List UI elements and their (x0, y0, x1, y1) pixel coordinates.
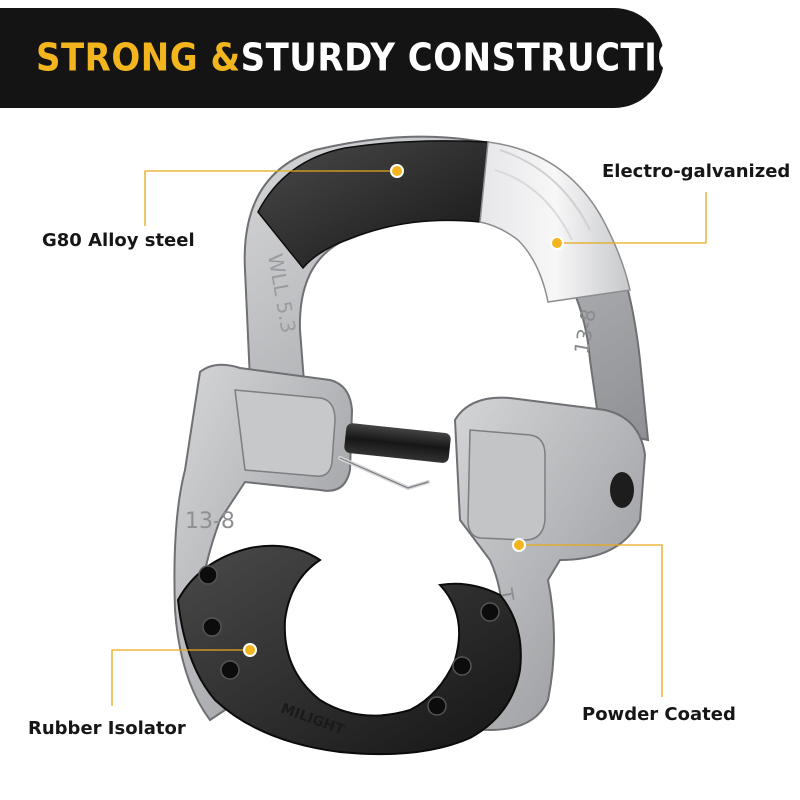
left-half-body: 13-8 (173, 363, 354, 722)
callout-isolator: Rubber Isolator (28, 718, 186, 739)
finish-dot (550, 236, 564, 250)
material-dot (390, 164, 404, 178)
title-main: STURDY CONSTRUCTION (240, 35, 716, 81)
header-banner: STRONG & STURDY CONSTRUCTION (0, 8, 715, 108)
rubber-isolator: MILIGHT (176, 544, 522, 756)
rivet-cap (610, 472, 634, 508)
pin (338, 423, 451, 491)
title-accent: STRONG & (36, 35, 241, 81)
stamp-left-side: 13-8 (185, 509, 235, 534)
callout-material: G80 Alloy steel (42, 230, 195, 251)
coating-dot (512, 538, 526, 552)
isolator-dot (243, 643, 257, 657)
callout-finish: Electro-galvanized (602, 161, 791, 182)
callout-dots (243, 164, 564, 657)
top-loop: WLL 5.3 13-8 (243, 135, 650, 442)
callout-lines (111, 170, 707, 706)
callout-coating: Powder Coated (582, 704, 736, 725)
